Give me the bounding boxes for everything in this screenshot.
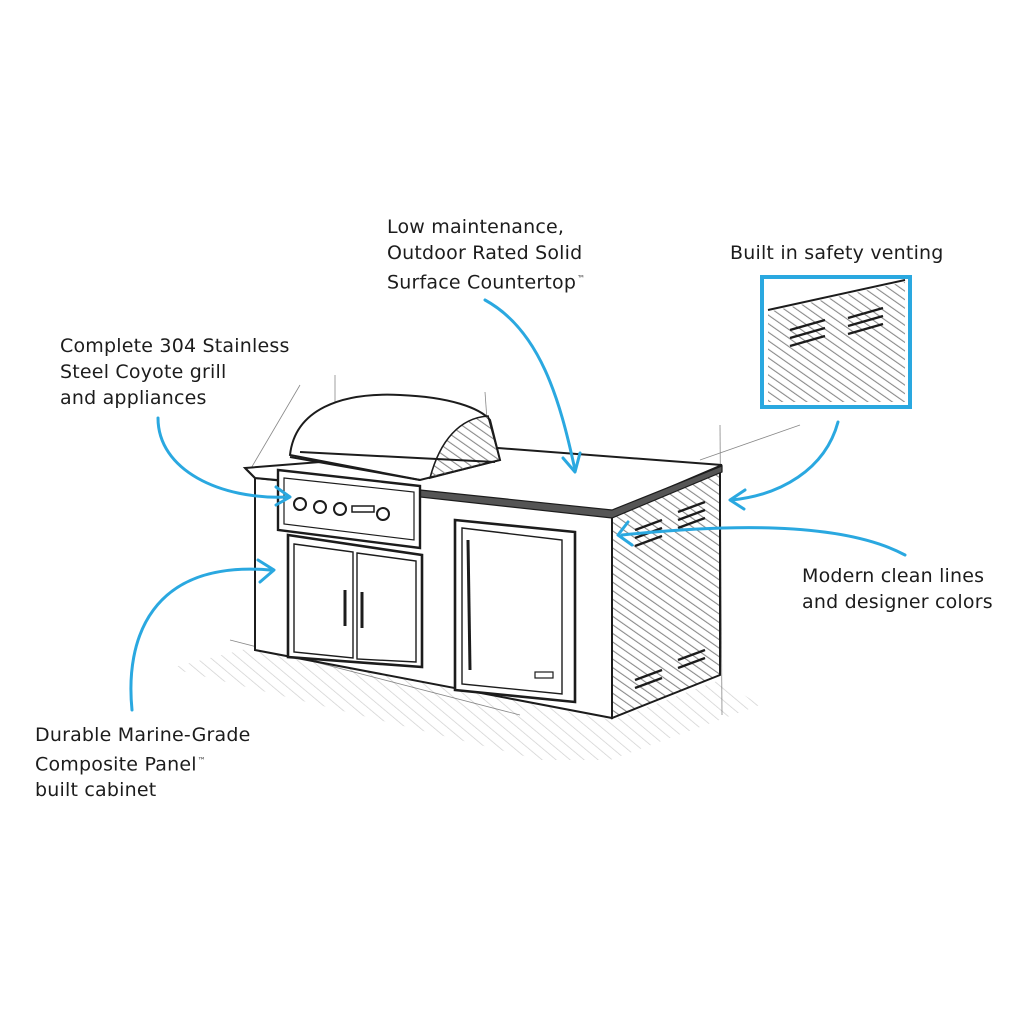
grill-annotation-line: and appliances	[60, 387, 207, 409]
trademark-symbol: ™	[577, 274, 586, 283]
modern-annotation-line: and designer colors	[802, 591, 993, 613]
grill-annotation-line: Steel Coyote grill	[60, 361, 227, 383]
arrow-modern	[620, 526, 907, 557]
arrow-cabinet	[129, 567, 272, 712]
countertop-annotation-text: Surface Countertop	[387, 271, 577, 294]
countertop-annotation-line: Outdoor Rated Solid	[387, 242, 583, 264]
callout-arrows	[129, 298, 907, 712]
grill-annotation-line: Complete 304 Stainless	[60, 335, 290, 357]
trademark-symbol: ™	[197, 756, 206, 765]
cabinet-annotation: Durable Marine-Grade Composite Panel™ bu…	[35, 722, 251, 803]
grill-knobs	[293, 497, 390, 521]
side-vents	[634, 500, 706, 690]
countertop-annotation-line: Low maintenance,	[387, 216, 565, 238]
floor-shadow	[170, 648, 760, 760]
cabinet-annotation-text: Composite Panel	[35, 753, 197, 776]
grill-annotation: Complete 304 Stainless Steel Coyote gril…	[60, 333, 290, 411]
cabinet-annotation-line: Composite Panel™	[35, 748, 251, 777]
countertop-annotation-line: Surface Countertop™	[387, 266, 585, 295]
arrow-grill	[156, 416, 290, 499]
countertop-annotation: Low maintenance, Outdoor Rated Solid Sur…	[387, 214, 585, 295]
arrow-countertop	[483, 298, 577, 472]
arrow-venting	[730, 420, 840, 502]
modern-annotation-line: Modern clean lines	[802, 565, 985, 587]
cabinet-annotation-line: built cabinet	[35, 779, 157, 802]
modern-lines-annotation: Modern clean lines and designer colors	[802, 563, 993, 615]
cabinet-annotation-line: Durable Marine-Grade	[35, 724, 251, 746]
venting-annotation: Built in safety venting	[730, 240, 944, 266]
grill-control-panel	[276, 468, 422, 550]
venting-detail-inset	[760, 275, 912, 409]
venting-annotation-line: Built in safety venting	[730, 242, 944, 264]
